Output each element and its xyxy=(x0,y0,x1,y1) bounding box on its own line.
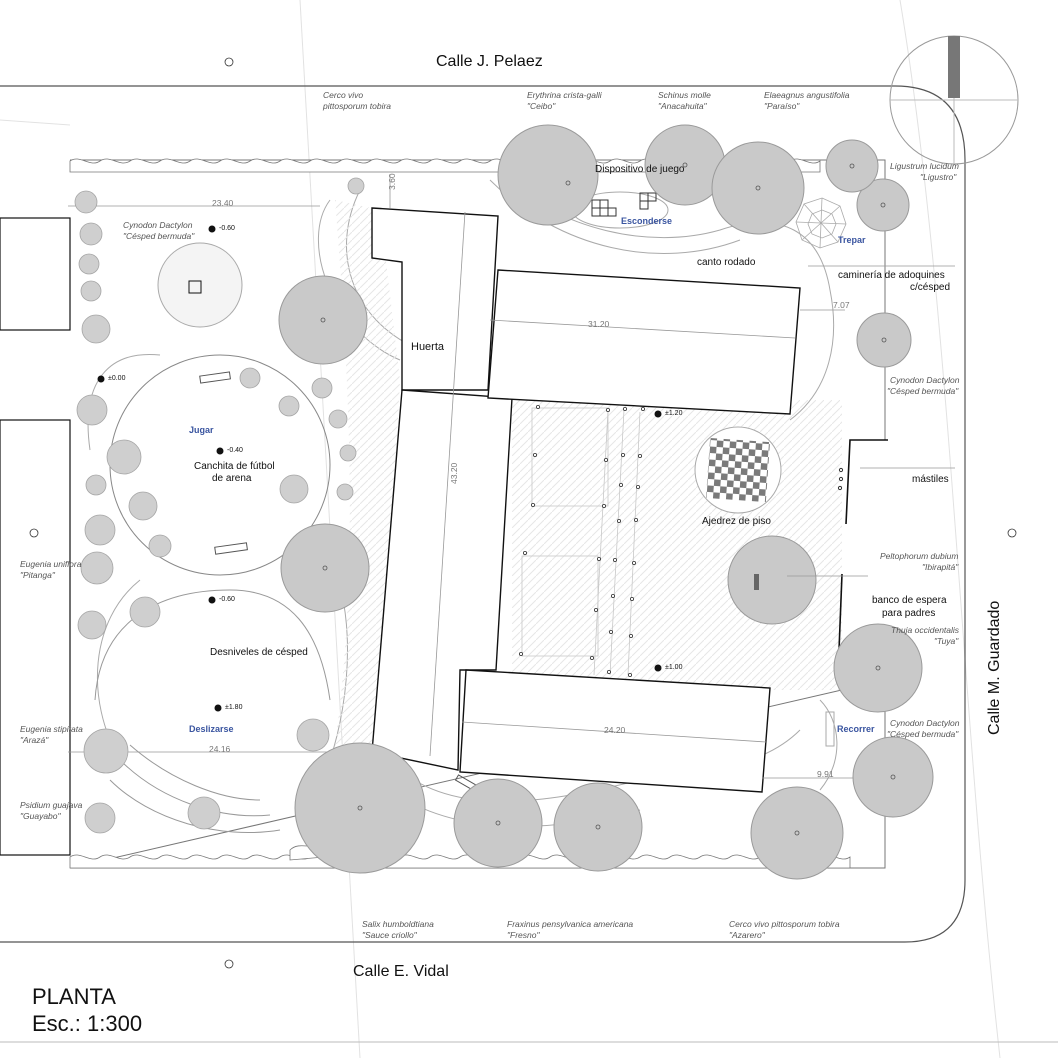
level-4: -0.60 xyxy=(219,596,235,603)
dim-9-91: 9.91 xyxy=(817,769,834,779)
plant-peltophorum-1: Peltophorum dubium xyxy=(880,551,958,561)
plant-salix-1: Salix humboldtiana xyxy=(362,919,434,929)
plant-elaeagnus-1: Elaeagnus angustifolia xyxy=(764,90,850,100)
label-camineria-2: c/césped xyxy=(910,282,950,293)
marker-square xyxy=(188,280,202,294)
ajedrez-board xyxy=(705,437,771,503)
plant-peltophorum-2: "Ibirapitá" xyxy=(922,562,959,572)
plant-cerco-top-1: Cerco vivo xyxy=(323,90,363,100)
site-boundary xyxy=(0,85,966,943)
plant-thuja-2: "Tuya" xyxy=(934,636,959,646)
plant-eugenia-u-2: "Pitanga" xyxy=(20,570,56,580)
label-banco-1: banco de espera xyxy=(872,595,947,606)
dim-23-40: 23.40 xyxy=(212,198,234,208)
dim-43-20: 43.20 xyxy=(449,462,459,484)
level-7: ±1.00 xyxy=(665,664,683,671)
plant-cynodon-nw-2: "Césped bermuda" xyxy=(123,231,195,241)
plant-salix-2: "Sauce criollo" xyxy=(362,930,418,940)
plant-eugenia-s-1: Eugenia stipitata xyxy=(20,724,83,734)
label-huerta: Huerta xyxy=(411,341,445,353)
grass-circle-nw xyxy=(157,242,243,328)
plant-elaeagnus-2: "Paraíso" xyxy=(764,101,800,111)
plant-psidium-1: Psidium guajava xyxy=(20,800,83,810)
plant-cerco-bot-2: "Azarero" xyxy=(729,930,766,940)
plant-eugenia-u-1: Eugenia uniflora xyxy=(20,559,82,569)
level-3: -0.40 xyxy=(227,447,243,454)
level-5: ±1.80 xyxy=(225,704,243,711)
label-camineria-1: caminería de adoquines xyxy=(838,270,945,281)
label-desniveles: Desniveles de césped xyxy=(210,647,308,658)
plant-fraxinus-1: Fraxinus pensylvanica americana xyxy=(507,919,633,929)
plant-ligustrum-1: Ligustrum lucidum xyxy=(890,161,959,171)
grass-slopes xyxy=(94,589,331,833)
plant-cynodon-e1-2: "Césped bermuda" xyxy=(887,386,959,396)
label-mastiles: mástiles xyxy=(912,474,949,485)
dim-7-07: 7.07 xyxy=(833,300,850,310)
label-canto-rodado: canto rodado xyxy=(697,257,756,268)
plant-psidium-2: "Guayabo" xyxy=(20,811,62,821)
plant-cynodon-e1-1: Cynodon Dactylon xyxy=(890,375,960,385)
hedge-bottom xyxy=(69,854,851,869)
plant-ligustrum-2: "Ligustro" xyxy=(920,172,957,182)
plant-cerco-bot-1: Cerco vivo pittosporum tobira xyxy=(729,919,840,929)
neighbour-building-north xyxy=(0,217,71,331)
plant-cerco-top-2: pittosporum tobira xyxy=(322,101,391,111)
plant-thuja-1: Thuja occidentalis xyxy=(891,625,960,635)
level-6: ±1.20 xyxy=(665,410,683,417)
street-east: Calle M. Guardado xyxy=(986,601,1003,735)
recorrer-steps xyxy=(825,711,835,747)
level-1: -0.60 xyxy=(219,225,235,232)
activity-trepar: Trepar xyxy=(838,235,866,245)
label-canchita-2: de arena xyxy=(212,473,252,484)
plant-erythrina-2: "Ceibo" xyxy=(527,101,556,111)
activity-jugar: Jugar xyxy=(189,425,214,435)
title-planta: PLANTA xyxy=(32,984,116,1009)
label-banco-2: para padres xyxy=(882,608,935,619)
label-ajedrez: Ajedrez de piso xyxy=(702,516,771,527)
plant-schinus-2: "Anacahuita" xyxy=(658,101,708,111)
title-scale: Esc.: 1:300 xyxy=(32,1011,142,1036)
neighbour-building-south xyxy=(0,419,71,856)
label-canchita-1: Canchita de fútbol xyxy=(194,461,275,472)
level-2: ±0.00 xyxy=(108,375,126,382)
activity-esconderse: Esconderse xyxy=(621,216,672,226)
building-axis-lines xyxy=(68,175,955,779)
plant-cynodon-nw-1: Cynodon Dactylon xyxy=(123,220,193,230)
plaza-bollards xyxy=(519,404,646,678)
small-shrubs xyxy=(74,177,365,834)
section-markers xyxy=(29,57,1017,969)
trepar-web xyxy=(795,197,847,249)
dim-24-16: 24.16 xyxy=(209,744,231,754)
activity-deslizarse: Deslizarse xyxy=(189,724,234,734)
street-south: Calle E. Vidal xyxy=(353,963,449,980)
street-north: Calle J. Pelaez xyxy=(436,53,543,70)
plant-cynodon-e2-2: "Césped bermuda" xyxy=(887,729,959,739)
dim-31-20: 31.20 xyxy=(588,319,610,329)
plant-erythrina-1: Erythrina crista-galli xyxy=(527,90,603,100)
dim-3-60: 3.60 xyxy=(387,173,397,190)
plant-schinus-1: Schinus molle xyxy=(658,90,711,100)
main-buildings xyxy=(371,207,801,793)
label-dispositivo: Dispositivo de juego xyxy=(595,164,685,175)
compass-icon xyxy=(889,35,1019,165)
dim-24-20: 24.20 xyxy=(604,725,626,735)
plant-eugenia-s-2: "Arazá" xyxy=(20,735,49,745)
bench-ibirapita xyxy=(754,574,759,590)
large-trees xyxy=(278,124,934,880)
plant-cynodon-e2-1: Cynodon Dactylon xyxy=(890,718,960,728)
tree-trunks xyxy=(320,162,896,836)
level-markers xyxy=(97,225,662,712)
plant-fraxinus-2: "Fresno" xyxy=(507,930,540,940)
mastiles xyxy=(837,467,844,491)
activity-recorrer: Recorrer xyxy=(837,724,875,734)
